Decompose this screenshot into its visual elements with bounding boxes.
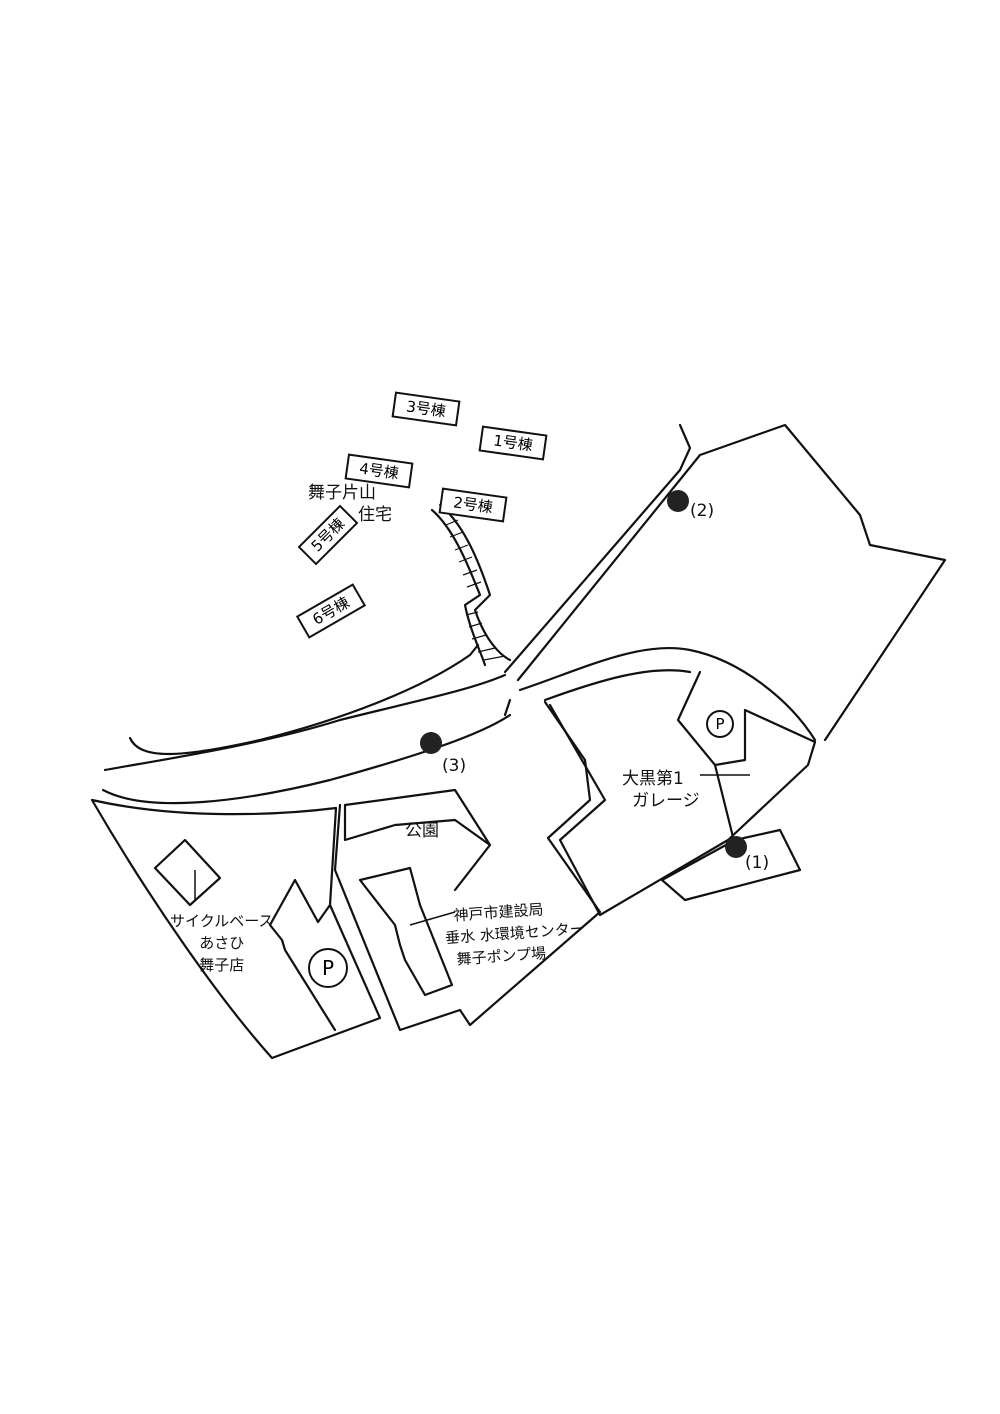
stair-path bbox=[438, 503, 512, 662]
road-diagonal bbox=[503, 423, 692, 674]
road-diagonal bbox=[503, 698, 512, 717]
block-bike-shop bbox=[90, 798, 382, 1060]
garage-line1: 大黒第1 bbox=[622, 769, 684, 789]
parking-icon-west: P bbox=[308, 948, 348, 988]
block-pump bbox=[333, 700, 602, 1032]
stair-path bbox=[430, 508, 487, 667]
road-edge bbox=[543, 669, 692, 702]
bike-shop-line3: 舞子店 bbox=[199, 956, 245, 974]
bike-shop-label: サイクルベースあさひ舞子店 bbox=[170, 910, 274, 976]
point-marker-3[interactable] bbox=[420, 732, 442, 754]
garage-line2: ガレージ bbox=[632, 791, 700, 811]
road-edge bbox=[101, 713, 512, 805]
road-north-edge bbox=[128, 643, 480, 756]
point-label-3: (3) bbox=[442, 756, 467, 776]
stairs-hatch bbox=[445, 519, 506, 661]
garage-strip bbox=[660, 828, 802, 902]
block-garage bbox=[548, 670, 817, 917]
housing-label: 舞子片山住宅 bbox=[308, 482, 392, 526]
housing-line1: 舞子片山 bbox=[308, 483, 376, 503]
road-diagonal bbox=[516, 423, 947, 742]
parking-icon-east: P bbox=[706, 710, 734, 738]
pump-building bbox=[358, 866, 454, 997]
pump-label: 神戸市建設局垂水 水環境センター舞子ポンプ場 bbox=[445, 896, 587, 971]
point-label-2: (2) bbox=[690, 501, 715, 521]
pump-pointer bbox=[409, 911, 456, 926]
bike-shop-line1: サイクルベース bbox=[170, 912, 274, 930]
bike-shop-line2: あさひ bbox=[199, 934, 245, 952]
road-edge bbox=[518, 646, 817, 742]
garage-lead bbox=[713, 763, 737, 847]
road-edge bbox=[103, 673, 507, 772]
block-park bbox=[343, 788, 492, 892]
housing-line2: 住宅 bbox=[358, 505, 392, 525]
bike-shop-building bbox=[153, 838, 222, 907]
point-marker-1[interactable] bbox=[725, 836, 747, 858]
point-label-1: (1) bbox=[745, 853, 770, 873]
point-marker-2[interactable] bbox=[667, 490, 689, 512]
park-label: 公園 bbox=[405, 821, 439, 841]
